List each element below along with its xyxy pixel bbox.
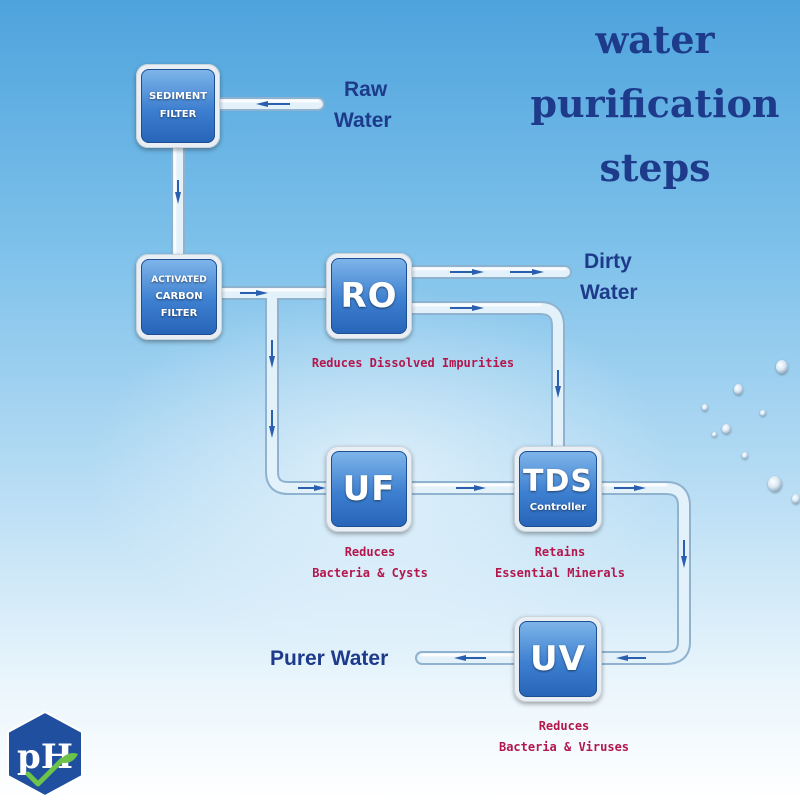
purer-water-label: Purer Water	[270, 647, 389, 670]
ro-membrane: RO	[326, 253, 412, 339]
water-droplet	[776, 360, 788, 374]
ro-description: Reduces Dissolved Impurities	[288, 353, 538, 374]
carbon-filter-label-1: ACTIVATED	[151, 275, 207, 285]
ph-logo: pH	[7, 710, 83, 798]
water-droplet	[722, 424, 731, 434]
water-droplet	[768, 476, 782, 492]
uf-description-line-2: Bacteria & Cysts	[312, 566, 428, 580]
raw-water-label: Raw Water	[334, 74, 392, 136]
sediment-filter-label-1: SEDIMENT	[148, 91, 208, 102]
ro-label: RO	[340, 276, 398, 316]
carbon-filter-label-2: CARBON	[155, 291, 203, 302]
pipe-ro-to-tds	[403, 301, 565, 455]
tds-label: TDS	[523, 464, 593, 499]
uf-membrane: UF	[326, 446, 412, 532]
title-line-2: purification	[530, 81, 780, 126]
uf-description: Reduces Bacteria & Cysts	[290, 542, 450, 584]
ro-description-line-1: Reduces Dissolved Impurities	[311, 356, 515, 370]
water-droplet	[792, 494, 800, 504]
sediment-filter-label-2: FILTER	[159, 109, 197, 120]
uv-label: UV	[530, 639, 586, 679]
carbon-filter: ACTIVATED CARBON FILTER	[136, 254, 222, 340]
sediment-filter: SEDIMENT FILTER	[136, 64, 220, 148]
uv-description: Reduces Bacteria & Viruses	[474, 716, 654, 758]
carbon-filter-label-3: FILTER	[160, 308, 198, 319]
tds-description: Retains Essential Minerals	[480, 542, 640, 584]
uv-description-line-2: Bacteria & Viruses	[498, 740, 630, 754]
title-line-1: water	[595, 17, 715, 62]
uf-label: UF	[342, 469, 396, 509]
page-title: water purification steps	[520, 8, 790, 200]
water-droplet	[712, 432, 717, 437]
water-droplet	[742, 452, 748, 459]
dirty-water-line-1: Dirty	[584, 250, 632, 273]
title-line-3: steps	[599, 145, 711, 190]
uf-description-line-1: Reduces	[344, 545, 396, 559]
tds-controller: TDS Controller	[514, 446, 602, 532]
checkmark-icon	[25, 757, 65, 787]
dirty-water-label: Dirty Water	[580, 246, 638, 308]
uv-description-line-1: Reduces	[538, 719, 590, 733]
tds-description-line-2: Essential Minerals	[494, 566, 626, 580]
tds-sublabel: Controller	[529, 502, 587, 513]
water-droplet	[702, 404, 708, 411]
raw-water-line-2: Water	[334, 109, 392, 132]
water-droplet	[760, 410, 766, 416]
leaf-icon	[58, 753, 78, 763]
water-droplet	[734, 384, 743, 395]
dirty-water-line-2: Water	[580, 281, 638, 304]
raw-water-line-1: Raw	[344, 78, 388, 101]
pipe-carbon-to-uf	[265, 286, 337, 495]
uv-lamp: UV	[514, 616, 602, 702]
tds-description-line-1: Retains	[534, 545, 586, 559]
